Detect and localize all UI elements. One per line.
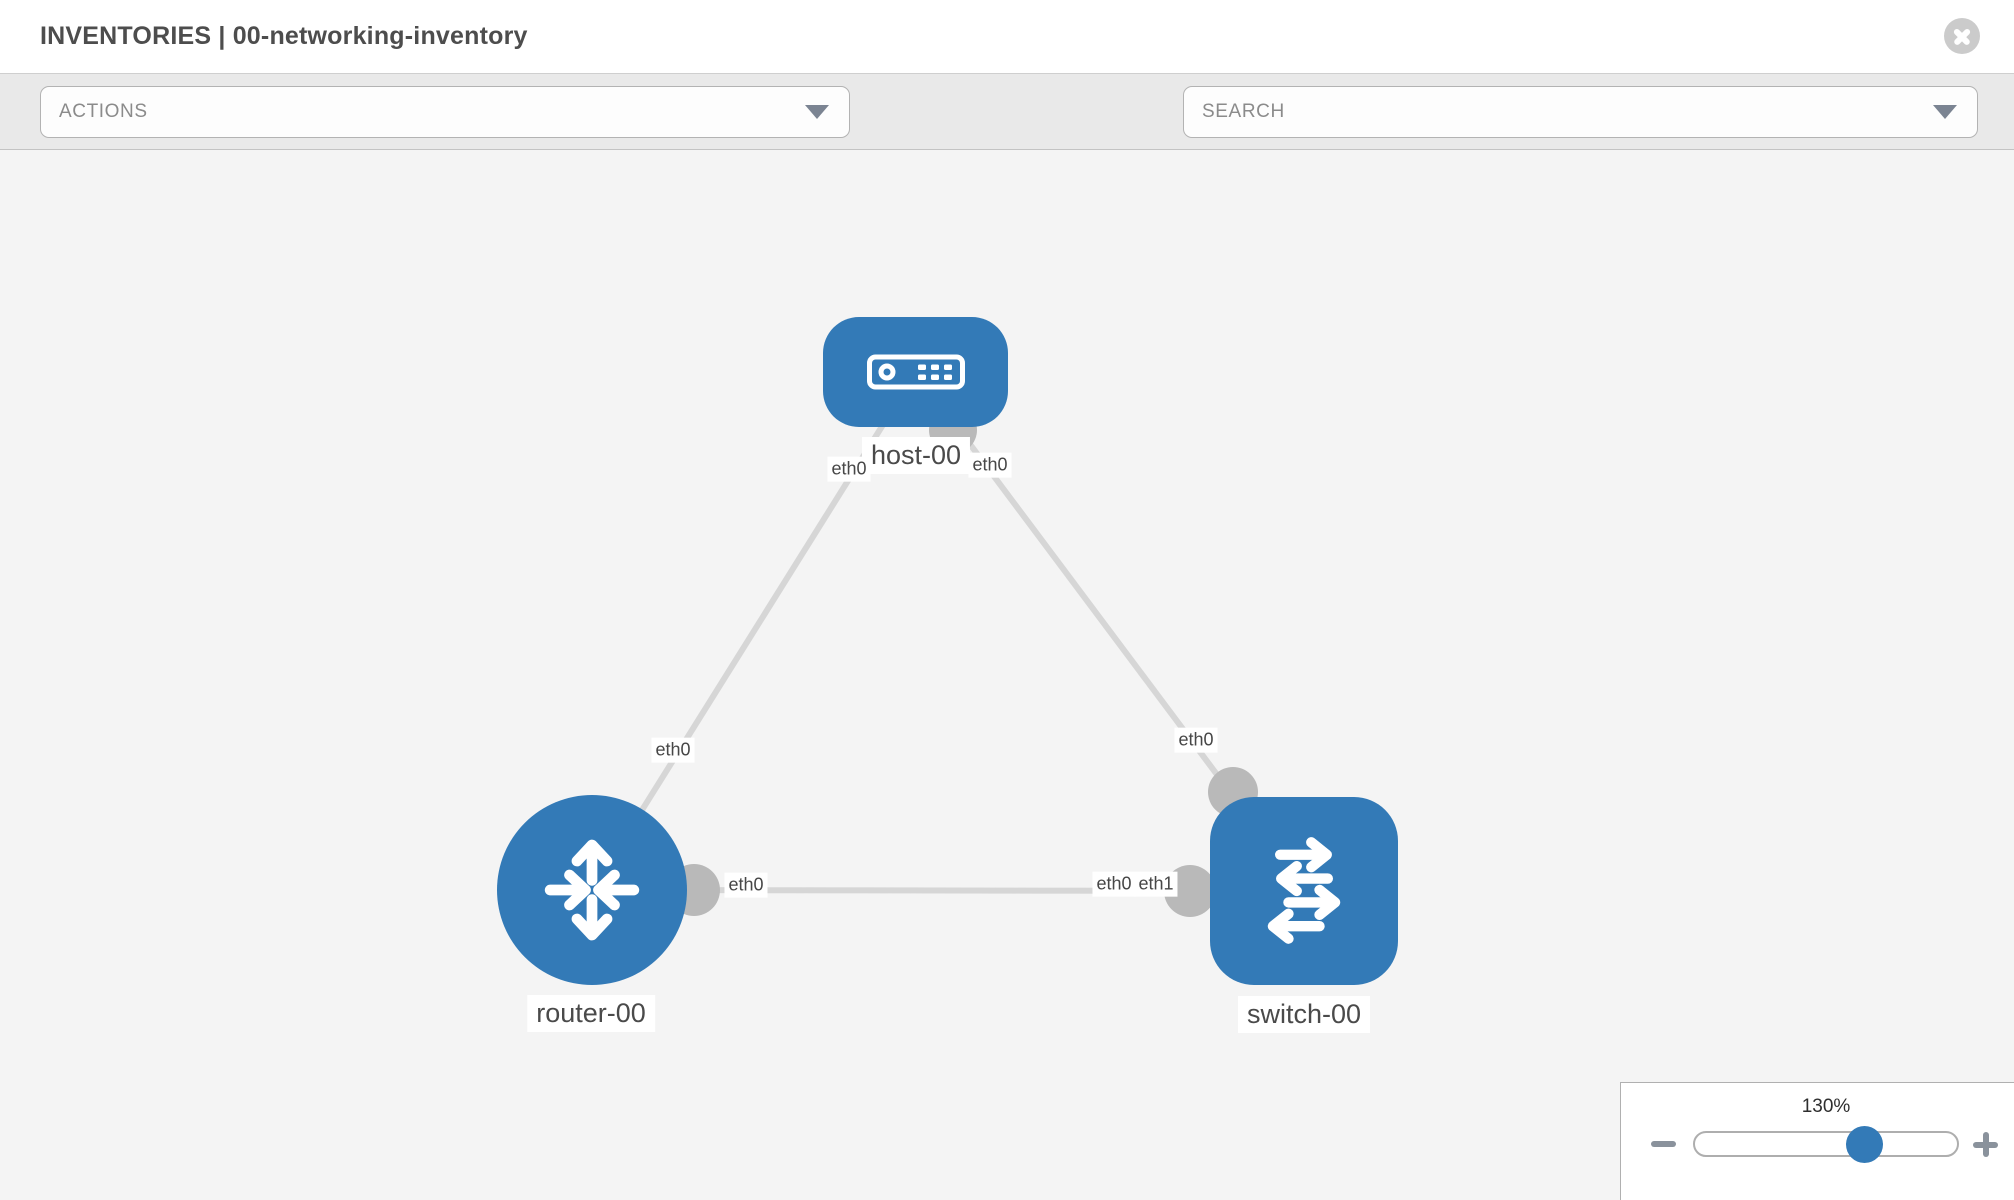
node-router-00[interactable]: [497, 795, 687, 985]
chevron-down-icon: [805, 105, 829, 119]
topology-links-layer: [589, 370, 1307, 917]
interface-label: eth0: [1174, 727, 1218, 753]
node-label-router: router-00: [527, 995, 655, 1032]
node-label-switch: switch-00: [1237, 996, 1371, 1033]
zoom-level-value: 130%: [1801, 1096, 1851, 1117]
interface-label: eth0: [1092, 871, 1136, 897]
header: INVENTORIES | 00-networking-inventory: [0, 0, 2014, 73]
zoom-slider-knob[interactable]: [1846, 1126, 1883, 1163]
interface-label: eth0: [724, 872, 768, 898]
search-dropdown[interactable]: SEARCH: [1183, 86, 1978, 138]
close-button[interactable]: [1944, 18, 1980, 54]
node-host-00[interactable]: [823, 317, 1008, 427]
zoom-out-button[interactable]: [1651, 1141, 1676, 1147]
actions-dropdown[interactable]: ACTIONS: [40, 86, 850, 138]
node-label-host: host-00: [861, 437, 971, 474]
node-switch-00[interactable]: [1210, 797, 1398, 985]
interface-label: eth0: [651, 737, 695, 763]
router-icon: [544, 839, 640, 941]
toolbar: ACTIONS SEARCH: [0, 73, 2014, 205]
zoom-in-button[interactable]: [1973, 1132, 1998, 1157]
zoom-panel: 130%: [1620, 1082, 2014, 1200]
search-dropdown-label: SEARCH: [1202, 101, 1285, 122]
actions-dropdown-label: ACTIONS: [59, 101, 148, 122]
zoom-slider-track[interactable]: [1693, 1131, 1959, 1157]
chevron-down-icon: [1933, 105, 1957, 119]
host-icon: [866, 354, 965, 390]
interface-label: eth1: [1134, 871, 1178, 897]
switch-icon: [1267, 837, 1341, 944]
topology-canvas[interactable]: host-00 router-00 switch-00 eth0 eth0 et…: [0, 150, 2014, 1200]
interface-label: eth0: [968, 452, 1012, 478]
interface-label: eth0: [827, 456, 871, 482]
page-title: INVENTORIES | 00-networking-inventory: [40, 22, 528, 50]
